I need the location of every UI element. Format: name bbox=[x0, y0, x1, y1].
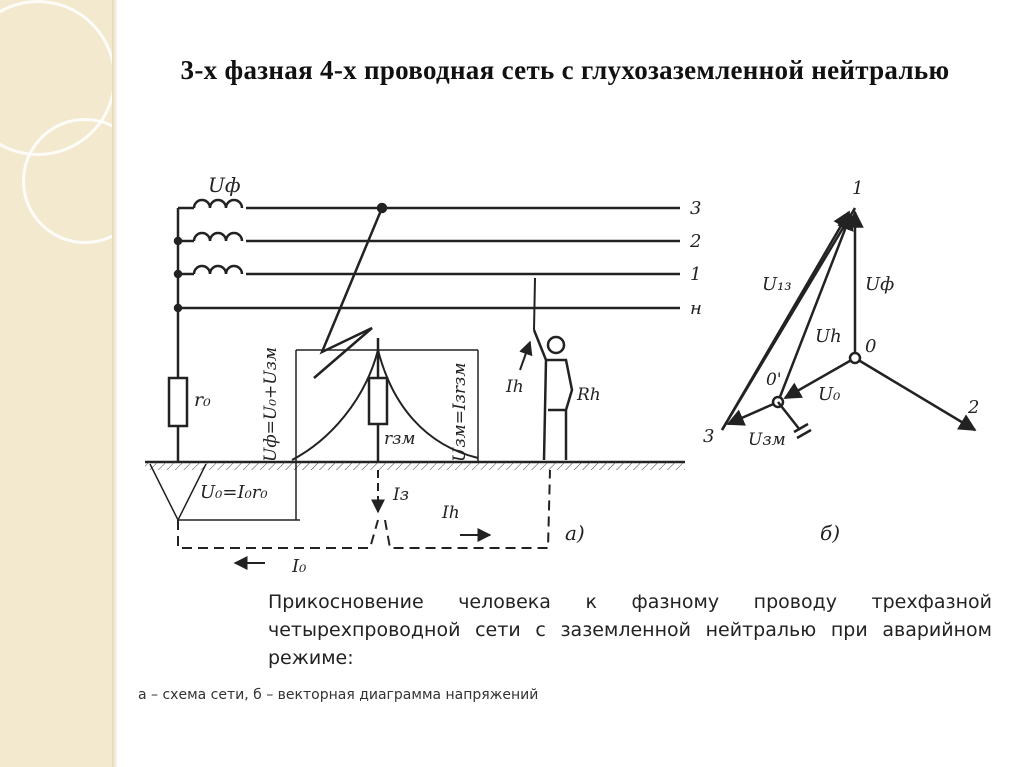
label-uzm: Uзм bbox=[748, 430, 786, 450]
label-wire-2: 2 bbox=[689, 231, 701, 252]
figure-legend: а – схема сети, б – векторная диаграмма … bbox=[138, 687, 539, 703]
winding-2 bbox=[192, 231, 244, 242]
person-figure bbox=[532, 329, 574, 461]
label-wire-1: 1 bbox=[690, 264, 701, 285]
diagram-a bbox=[145, 198, 685, 570]
label-v3: 3 bbox=[703, 426, 714, 447]
label-v2: 2 bbox=[967, 397, 979, 418]
sidebar-decoration bbox=[0, 0, 148, 767]
label-b: б) bbox=[820, 521, 840, 545]
label-o-prime: 0' bbox=[766, 370, 782, 390]
label-u0-formula: U₀=I₀r₀ bbox=[200, 482, 268, 503]
label-rh: Rh bbox=[576, 385, 601, 405]
broken-wire bbox=[313, 207, 384, 379]
label-uf: Uф bbox=[865, 274, 894, 295]
sidebar-edge bbox=[112, 0, 118, 767]
label-wire-3: 3 bbox=[690, 198, 701, 219]
label-i0: I₀ bbox=[291, 556, 306, 577]
label-o: 0 bbox=[865, 336, 876, 357]
resistor-r0 bbox=[167, 376, 189, 428]
label-rzm: rзм bbox=[384, 429, 416, 449]
label-u0: U₀ bbox=[818, 384, 840, 405]
winding-3 bbox=[192, 198, 244, 209]
diagram-b-labels: 1 U₁₃ Uф Uh 0 0' U₀ 2 3 Uзм б) bbox=[703, 178, 979, 545]
label-a: а) bbox=[565, 521, 585, 545]
label-u-formula-right: Uзм=Iзrзм bbox=[450, 363, 470, 462]
diagram-b bbox=[720, 207, 977, 440]
label-wire-n: н bbox=[690, 298, 702, 319]
label-r0: r₀ bbox=[194, 389, 211, 411]
label-ih: Ih bbox=[505, 377, 524, 397]
winding-1 bbox=[192, 264, 244, 275]
label-u-formula-left: Uф=U₀+Uзм bbox=[261, 347, 281, 462]
label-u13: U₁₃ bbox=[762, 274, 792, 295]
label-uh: Uh bbox=[815, 326, 842, 347]
label-uphase: Uф bbox=[208, 173, 241, 197]
diagram-a-labels: Uф 3 2 1 н r₀ rзм Ih Rh Uф=U₀+Uзм Uзм=Iз… bbox=[194, 173, 702, 577]
decorative-ring-bottom bbox=[22, 118, 148, 244]
label-ih-ground: Ih bbox=[441, 503, 460, 523]
figure-caption: Прикосновение человека к фазному проводу… bbox=[268, 591, 992, 669]
slide-title: 3-х фазная 4-х проводная сеть с глухозаз… bbox=[180, 55, 950, 85]
label-v1: 1 bbox=[852, 178, 863, 199]
resistor-rzm bbox=[367, 376, 389, 426]
label-iz: Iз bbox=[392, 485, 409, 505]
